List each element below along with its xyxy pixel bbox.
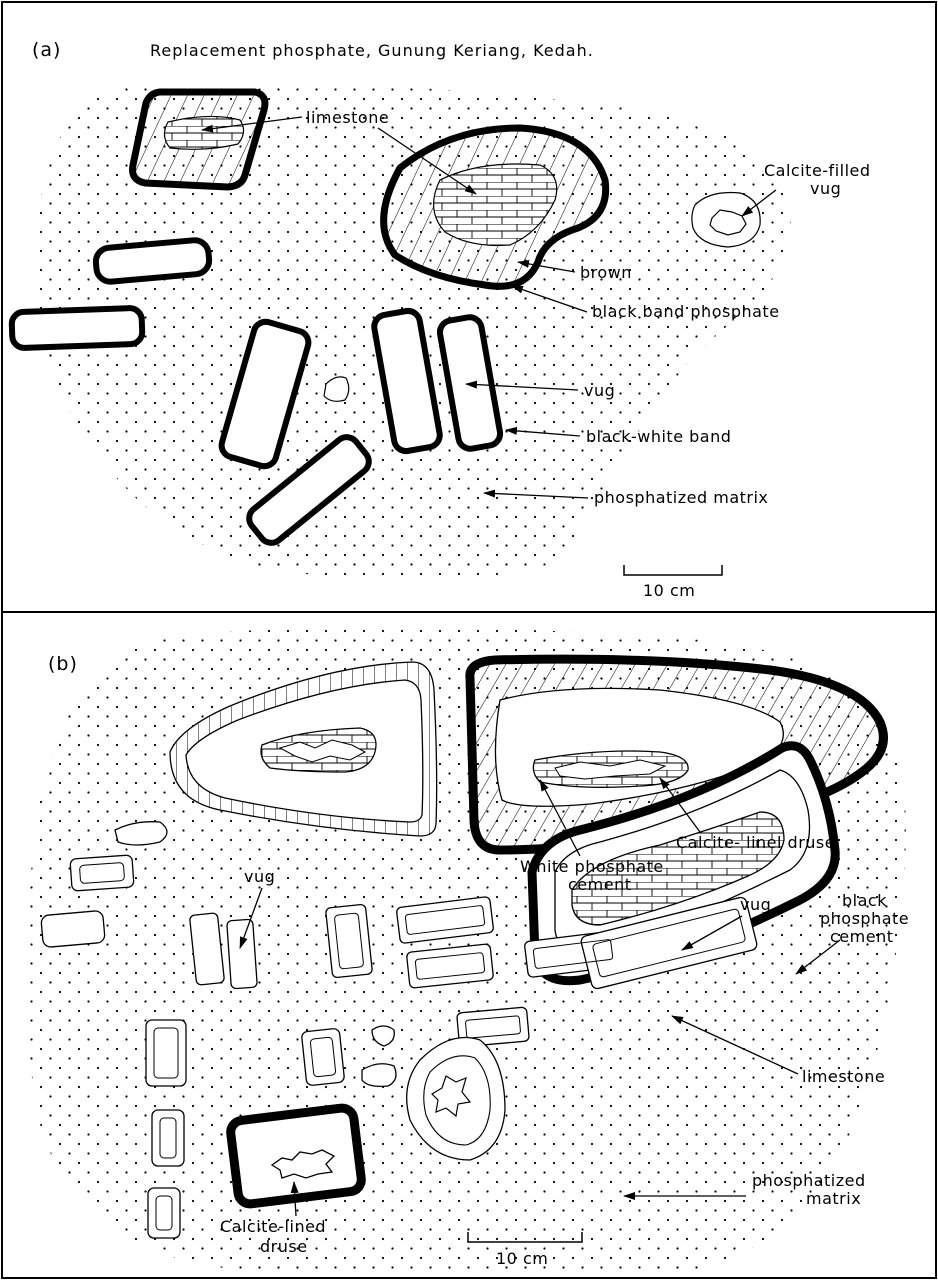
- label-vug: vug: [584, 381, 615, 400]
- panel-b: (b): [26, 627, 909, 1276]
- scale-label-b: 10 cm: [496, 1249, 548, 1268]
- vug-b-10: [146, 1020, 186, 1086]
- vug-b-5: [325, 904, 372, 978]
- label-limestone-b: limestone: [802, 1067, 885, 1086]
- scale-bar-a: [624, 565, 722, 575]
- label-vug-left: vug: [244, 867, 275, 886]
- panel-a-label: (a): [32, 39, 61, 61]
- band-2: [11, 308, 142, 349]
- band-1: [95, 239, 211, 283]
- label-white-cement-1: White phosphate: [520, 857, 664, 876]
- panel-a-title: Replacement phosphate, Gunung Keriang, K…: [150, 41, 594, 60]
- label-calcite-linel-druse: Calcite- linel druse: [676, 833, 835, 852]
- label-limestone: limestone: [306, 108, 389, 127]
- label-vug-right: vug: [740, 895, 771, 914]
- label-calcite-filled-2: vug: [810, 179, 841, 198]
- label-phosphatized-matrix: phosphatized matrix: [594, 488, 768, 507]
- label-calcite-lined-2: druse: [260, 1237, 308, 1256]
- panel-b-label: (b): [48, 653, 78, 675]
- label-black-cement-1: black: [842, 891, 887, 910]
- label-black-band-phosphate: black band phosphate: [592, 302, 780, 321]
- label-brown: brown: [580, 263, 632, 282]
- vug-b-4: [227, 919, 258, 989]
- label-black-white-band: black-white band: [586, 427, 731, 446]
- vug-b-17: [362, 1064, 396, 1087]
- scale-label-a: 10 cm: [643, 581, 695, 600]
- label-black-cement-2: phosphate: [820, 909, 909, 928]
- label-calcite-filled-1: Calcite-filled: [764, 161, 871, 180]
- label-matrix-1: phosphatized: [752, 1171, 866, 1190]
- label-calcite-lined-1: Calcite-lined: [220, 1217, 326, 1236]
- panel-a: (a) Replacement phosphate, Gunung Kerian…: [11, 39, 870, 600]
- label-matrix-2: matrix: [806, 1189, 861, 1208]
- limestone-core-small: [164, 116, 243, 149]
- vug-b-11: [301, 1028, 344, 1086]
- label-white-cement-2: cement: [568, 875, 631, 894]
- label-black-cement-3: cement: [830, 927, 893, 946]
- vug-b-2: [41, 910, 106, 947]
